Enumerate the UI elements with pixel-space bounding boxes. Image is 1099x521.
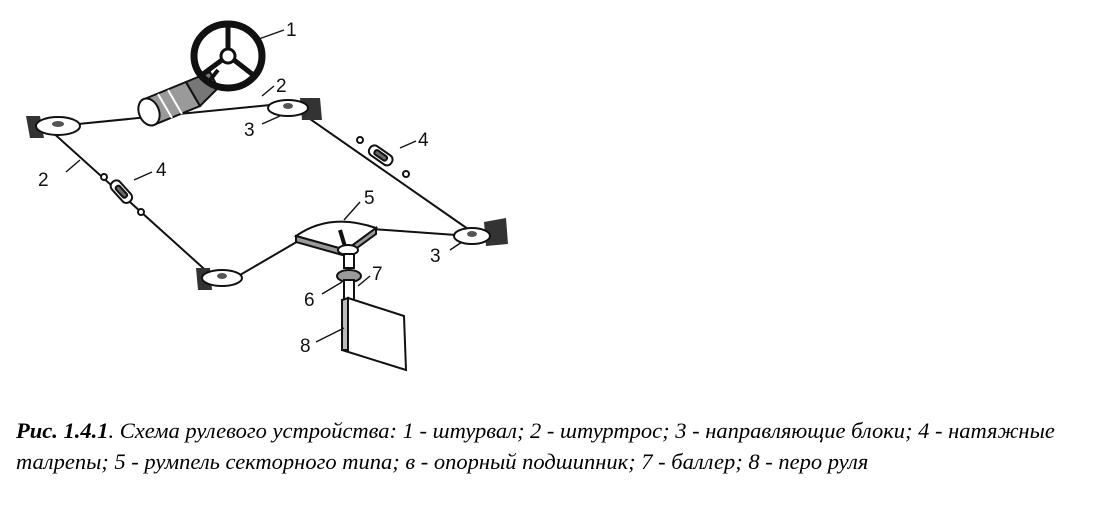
- label-stock: 7: [372, 264, 383, 285]
- guide-block-bottom: [196, 268, 243, 290]
- sector-tiller: [293, 220, 379, 258]
- rudder-blade: [340, 296, 408, 372]
- turnbuckle-left: [100, 173, 145, 216]
- label-cable-top: 2: [276, 76, 287, 97]
- rudder-assembly: [336, 253, 408, 372]
- guide-block-left: [26, 116, 81, 138]
- label-guide-block-right: 3: [430, 246, 441, 267]
- figure-number: Рис. 1.4.1: [16, 418, 109, 443]
- caption-text: . Схема рулевого устройства: 1 - штурвал…: [16, 418, 1055, 474]
- label-steering-wheel: 1: [286, 20, 297, 41]
- steering-wheel: [190, 20, 266, 92]
- label-cable-left: 2: [38, 170, 49, 191]
- label-blade: 8: [300, 336, 311, 357]
- steering-gear-diagram: 1 2 2 3 4 4 5 3 6 7 8: [26, 20, 508, 372]
- steering-drum: [137, 70, 220, 127]
- label-tiller: 5: [364, 188, 375, 209]
- label-guide-block-top: 3: [244, 120, 255, 141]
- label-turnbuckle-left: 4: [156, 160, 167, 181]
- guide-block-top: [267, 98, 322, 120]
- leader-lines: [65, 29, 463, 343]
- guide-block-right: [453, 218, 508, 246]
- turnbuckle-right: [356, 136, 410, 178]
- label-bearing: 6: [304, 290, 315, 311]
- label-turnbuckle-right: 4: [418, 130, 429, 151]
- figure-caption: Рис. 1.4.1. Схема рулевого устройства: 1…: [16, 415, 1086, 477]
